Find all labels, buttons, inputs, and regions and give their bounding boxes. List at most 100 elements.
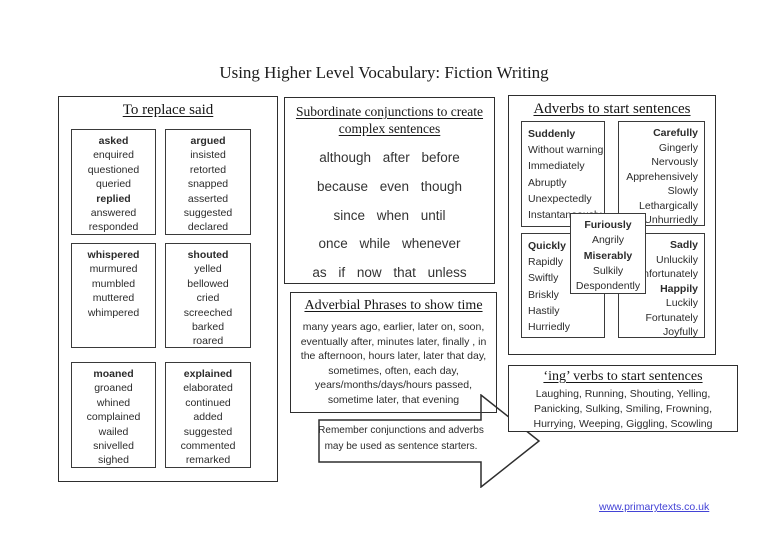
said-word: snivelled	[93, 440, 134, 453]
adverb-word: Hurriedly	[528, 321, 571, 334]
arrow-note-line2: may be used as sentence starters.	[324, 441, 478, 452]
adverb-headword: Quickly	[528, 240, 566, 252]
said-word: groaned	[94, 382, 133, 395]
said-word: continued	[185, 396, 231, 409]
conjunctions-panel: Subordinate conjunctions to create compl…	[284, 97, 495, 284]
said-word: remarked	[185, 454, 231, 467]
adverb-headword: Happily	[660, 282, 698, 295]
said-word: bellowed	[187, 277, 229, 290]
said-word: asserted	[187, 192, 229, 205]
adverbial-phrases-panel: Adverbial Phrases to show time many year…	[290, 292, 497, 413]
said-headword: shouted	[187, 249, 229, 261]
said-word: roared	[192, 335, 224, 348]
adverbs-heading: Adverbs to start sentences	[533, 101, 691, 117]
said-group-whispered: whispered murmured mumbled muttered whim…	[71, 243, 156, 348]
adverb-word: Swiftly	[528, 272, 559, 285]
said-word: responded	[88, 221, 139, 234]
adverb-word: Slowly	[667, 185, 698, 197]
said-word: retorted	[189, 163, 227, 176]
adverb-word: Joyfully	[662, 326, 698, 338]
said-word: added	[193, 411, 223, 424]
said-headword: explained	[183, 368, 233, 380]
adverbs-panel: Adverbs to start sentences Suddenly With…	[508, 95, 716, 355]
arrow-shape	[318, 394, 541, 488]
adverb-word: Immediately	[528, 160, 585, 173]
said-word: cried	[196, 292, 220, 305]
said-word: sighed	[98, 454, 129, 467]
said-word: murmured	[89, 263, 138, 276]
adverb-word: Sulkily	[592, 264, 624, 277]
adverbial-heading: Adverbial Phrases to show time	[304, 298, 483, 313]
said-headword: whispered	[87, 249, 140, 261]
ing-verbs-panel: ‘ing’ verbs to start sentences Laughing,…	[508, 365, 738, 432]
footer: www.primarytexts.co.uk	[599, 501, 709, 513]
said-word: questioned	[87, 163, 140, 176]
said-group-moaned: moaned groaned whined complained wailed …	[71, 362, 156, 468]
said-word: muttered	[92, 292, 135, 305]
adverb-word: Unluckily	[655, 253, 698, 266]
arrow-note-line1: Remember conjunctions and adverbs	[318, 425, 484, 436]
conjunction-row: since when until	[333, 207, 446, 223]
said-group-argued: argued insisted retorted snapped asserte…	[165, 129, 251, 235]
said-word: mumbled	[91, 277, 136, 290]
adverb-group-quickly: Quickly Rapidly Swiftly Briskly Hastily …	[521, 233, 605, 338]
conjunction-row: because even though	[316, 178, 463, 194]
said-word: snapped	[187, 178, 229, 191]
said-word: elaborated	[183, 382, 233, 395]
conjunction-row: although after before	[319, 150, 460, 165]
said-word: queried	[95, 178, 132, 191]
adverb-word: Angrily	[591, 234, 625, 247]
said-word: whimpered	[87, 306, 140, 319]
adverb-headword: Miserably	[583, 249, 633, 262]
adverb-headword: Furiously	[584, 219, 632, 231]
adverb-word: Abruptly	[528, 176, 567, 189]
ing-verbs-text: Laughing, Running, Shouting, Yelling, Pa…	[533, 388, 713, 430]
adverb-headword: Suddenly	[528, 128, 576, 140]
adverb-word: Rapidly	[528, 256, 564, 269]
said-word: enquired	[93, 149, 134, 162]
primarytexts-link[interactable]: www.primarytexts.co.uk	[599, 501, 710, 513]
said-word: yelled	[194, 263, 222, 276]
adverb-word: Without warning	[528, 144, 604, 157]
adverb-word: Fortunately	[645, 311, 698, 324]
said-headword: argued	[190, 135, 226, 147]
said-group-shouted: shouted yelled bellowed cried screeched …	[165, 243, 251, 348]
adverb-word: Unhurriedly	[644, 214, 698, 226]
said-group-asked: asked enquired questioned queried replie…	[71, 129, 156, 235]
said-headword: asked	[98, 135, 129, 147]
adverb-headword: Sadly	[669, 239, 698, 251]
adverb-word: Hastily	[528, 304, 560, 317]
said-word: insisted	[190, 149, 226, 162]
sentence-starters-arrow	[318, 394, 541, 488]
said-word: answered	[90, 207, 137, 220]
conjunctions-heading-line1: Subordinate conjunctions to create	[295, 104, 484, 119]
said-headword: moaned	[93, 368, 134, 380]
adverb-word: Briskly	[528, 288, 559, 301]
adverb-word: Unexpectedly	[528, 192, 592, 205]
said-word: complained	[86, 411, 141, 424]
said-word: barked	[191, 321, 225, 334]
adverb-word: Despondently	[575, 280, 641, 293]
adverb-word: Lethargically	[639, 199, 698, 212]
conjunction-row: once while whenever	[318, 236, 461, 252]
said-word: whined	[96, 396, 131, 409]
page-title: Using Higher Level Vocabulary: Fiction W…	[219, 63, 549, 82]
adverb-word: Gingerly	[658, 141, 698, 154]
adverb-word: Apprehensively	[626, 170, 698, 183]
arrow-note: Remember conjunctions and adverbs may be…	[316, 423, 486, 455]
adverbial-phrases-text: many years ago, earlier, later on, soon,…	[300, 321, 487, 406]
said-word: wailed	[98, 425, 129, 438]
said-word: suggested	[183, 425, 233, 438]
adverb-word: Luckily	[665, 297, 698, 309]
conjunctions-heading-line2: complex sentences	[338, 121, 441, 136]
said-word: screeched	[183, 306, 233, 319]
replace-said-heading: To replace said	[122, 102, 214, 118]
adverb-headword: Carefully	[653, 127, 698, 139]
said-word: declared	[187, 221, 229, 234]
adverb-group-suddenly: Suddenly Without warning Immediately Abr…	[521, 121, 605, 227]
said-word: replied	[96, 192, 131, 205]
ing-verbs-heading: ‘ing’ verbs to start sentences	[543, 369, 703, 384]
adverb-group-furiously-miserably: Furiously Angrily Miserably Sulkily Desp…	[570, 213, 646, 294]
adverb-group-carefully: Carefully Gingerly Nervously Apprehensiv…	[618, 121, 705, 226]
